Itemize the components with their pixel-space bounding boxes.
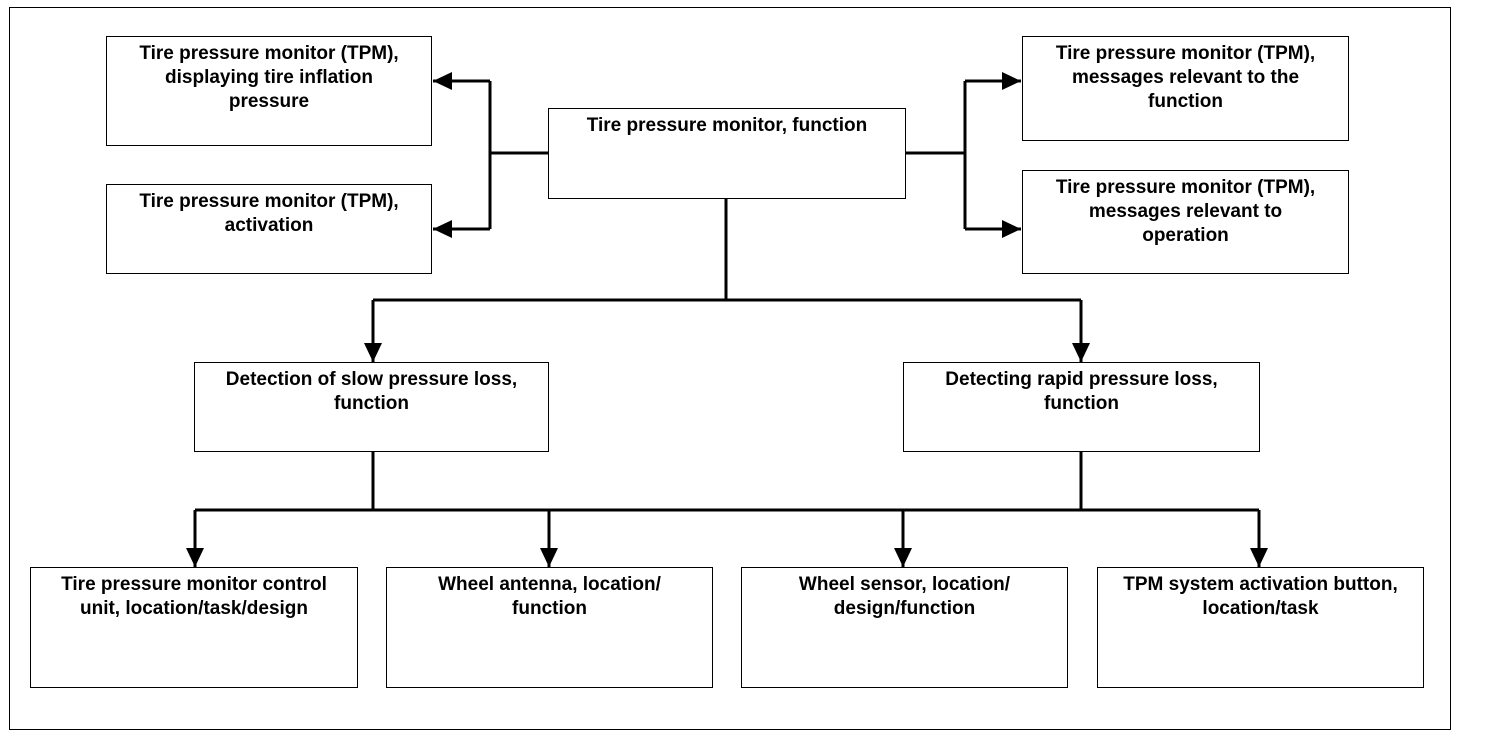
arrowhead-msg-function (1002, 72, 1021, 90)
tpm-msg-function-box: Tire pressure monitor (TPM), messages re… (1022, 36, 1349, 141)
arrowhead-rapid-loss (1072, 343, 1090, 362)
arrowhead-tpm-activation (433, 220, 452, 238)
arrowhead-tpm-display (433, 72, 452, 90)
arrowhead-wheel-sensor (894, 548, 912, 567)
tpm-activation-box: Tire pressure monitor (TPM), activation (106, 184, 432, 274)
slow-loss-box: Detection of slow pressure loss, functio… (194, 362, 549, 452)
wheel-antenna-box: Wheel antenna, location/ function (386, 567, 713, 688)
control-unit-box: Tire pressure monitor control unit, loca… (30, 567, 358, 688)
tpm-msg-operation-box: Tire pressure monitor (TPM), messages re… (1022, 170, 1349, 274)
arrowhead-msg-operation (1002, 220, 1021, 238)
diagram-frame (9, 7, 1451, 730)
arrowhead-control-unit (186, 548, 204, 567)
wheel-sensor-box: Wheel sensor, location/ design/function (741, 567, 1068, 688)
activation-button-box: TPM system activation button, location/t… (1097, 567, 1424, 688)
arrowhead-wheel-antenna (540, 548, 558, 567)
rapid-loss-box: Detecting rapid pressure loss, function (903, 362, 1260, 452)
arrowhead-slow-loss (364, 343, 382, 362)
tpm-display-box: Tire pressure monitor (TPM), displaying … (106, 36, 432, 146)
arrowhead-activation-button (1250, 548, 1268, 567)
tpm-function-box: Tire pressure monitor, function (548, 108, 906, 199)
